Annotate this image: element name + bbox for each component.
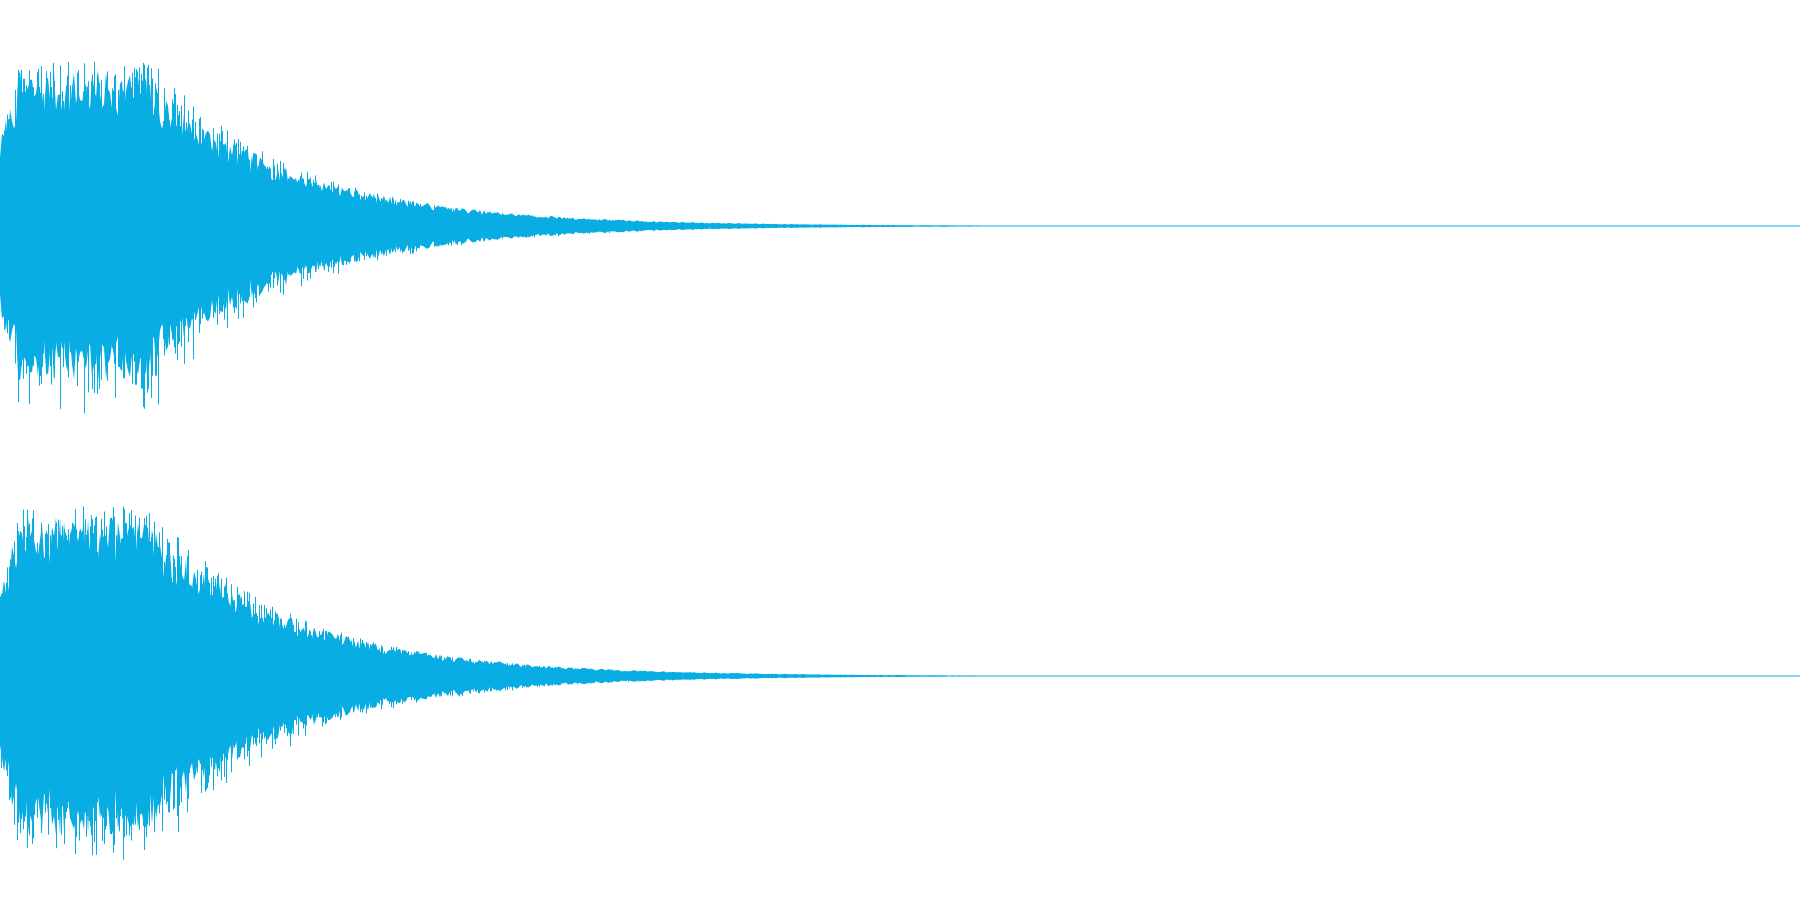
waveform-right-svg [0, 506, 1800, 860]
waveform-peaks [0, 506, 896, 860]
waveform-channel-left [0, 61, 1800, 414]
waveform-channel-right [0, 450, 1800, 900]
waveform-peaks [0, 61, 897, 414]
waveform-left-svg [0, 61, 1800, 414]
